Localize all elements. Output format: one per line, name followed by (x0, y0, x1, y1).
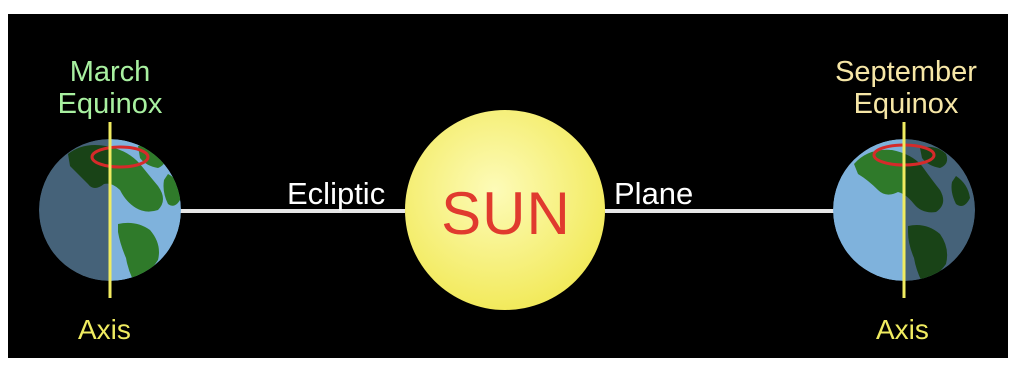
earth-september-equinox (833, 124, 986, 304)
september-equinox-label: September Equinox (816, 56, 996, 120)
march-equinox-label: March Equinox (50, 56, 170, 120)
plane-label: Plane (614, 178, 693, 209)
earth-right-night-side (904, 124, 986, 304)
sun-label: SUN (420, 184, 592, 244)
earth-march-equinox (28, 124, 182, 304)
ecliptic-label: Ecliptic (287, 178, 385, 209)
axis-label-left: Axis (78, 316, 131, 344)
september-equinox-line-1: September (816, 56, 996, 88)
march-equinox-line-1: March (50, 56, 170, 88)
axis-label-right: Axis (876, 316, 929, 344)
equinox-diagram: March Equinox September Equinox Axis Axi… (8, 14, 1008, 358)
march-equinox-line-2: Equinox (50, 88, 170, 120)
september-equinox-line-2: Equinox (816, 88, 996, 120)
